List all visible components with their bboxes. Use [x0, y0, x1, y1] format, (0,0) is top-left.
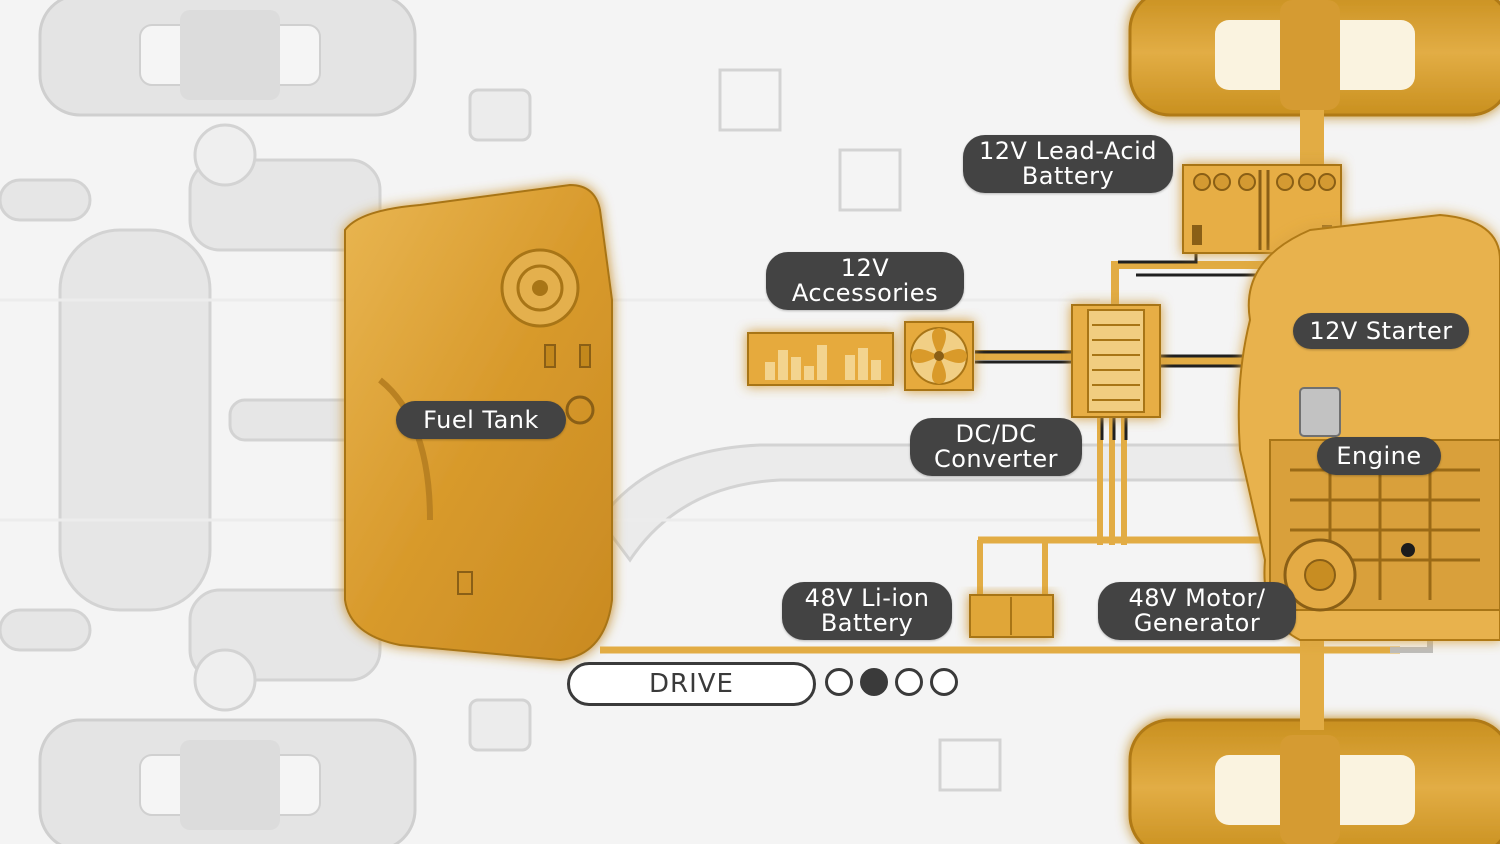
lead-acid-battery-unit	[1182, 164, 1342, 254]
label-line: Generator	[1133, 609, 1261, 637]
page-dot-3[interactable]	[895, 668, 923, 696]
label-line: 48V Motor/	[1128, 584, 1266, 612]
label-line: Fuel Tank	[423, 405, 539, 434]
drive-mode-pill[interactable]: DRIVE	[567, 662, 816, 706]
li-ion-battery-unit	[969, 594, 1054, 638]
ghost-chassis	[0, 68, 1252, 792]
accessories-unit	[747, 321, 974, 391]
fan-icon	[910, 327, 968, 385]
label-line: Battery	[1021, 162, 1115, 190]
label-line: 12V	[840, 254, 890, 282]
label-line: Battery	[820, 609, 914, 637]
label-line: 12V Lead-Acid	[979, 137, 1157, 165]
label-motor-generator: 48V Motor/ Generator	[1098, 582, 1296, 640]
ghost-tire-top-left	[38, 0, 417, 117]
page-dot-4[interactable]	[930, 668, 958, 696]
dcdc-converter-unit	[1071, 304, 1161, 418]
label-fuel-tank: Fuel Tank	[396, 401, 566, 439]
label-12v-accessories: 12V Accessories	[766, 252, 964, 310]
engine-block	[1237, 213, 1500, 641]
page-dot-1[interactable]	[825, 668, 853, 696]
label-line: Accessories	[791, 279, 939, 307]
label-li-ion-battery: 48V Li-ion Battery	[782, 582, 952, 640]
equalizer-icon	[765, 345, 881, 380]
label-line: Converter	[933, 445, 1059, 473]
page-dot-2[interactable]	[860, 668, 888, 696]
label-lead-acid-battery: 12V Lead-Acid Battery	[963, 135, 1173, 193]
label-line: DC/DC	[955, 420, 1037, 448]
drive-tire-bottom-right	[1128, 718, 1500, 844]
label-12v-starter: 12V Starter	[1293, 313, 1469, 349]
ghost-tire-bottom-left	[38, 718, 417, 844]
label-line: 12V Starter	[1309, 316, 1453, 345]
label-engine: Engine	[1317, 437, 1441, 475]
drive-tire-top-right	[1128, 0, 1500, 117]
label-dcdc-converter: DC/DC Converter	[910, 418, 1082, 476]
label-line: 48V Li-ion	[804, 584, 930, 612]
label-line: Engine	[1336, 441, 1422, 470]
